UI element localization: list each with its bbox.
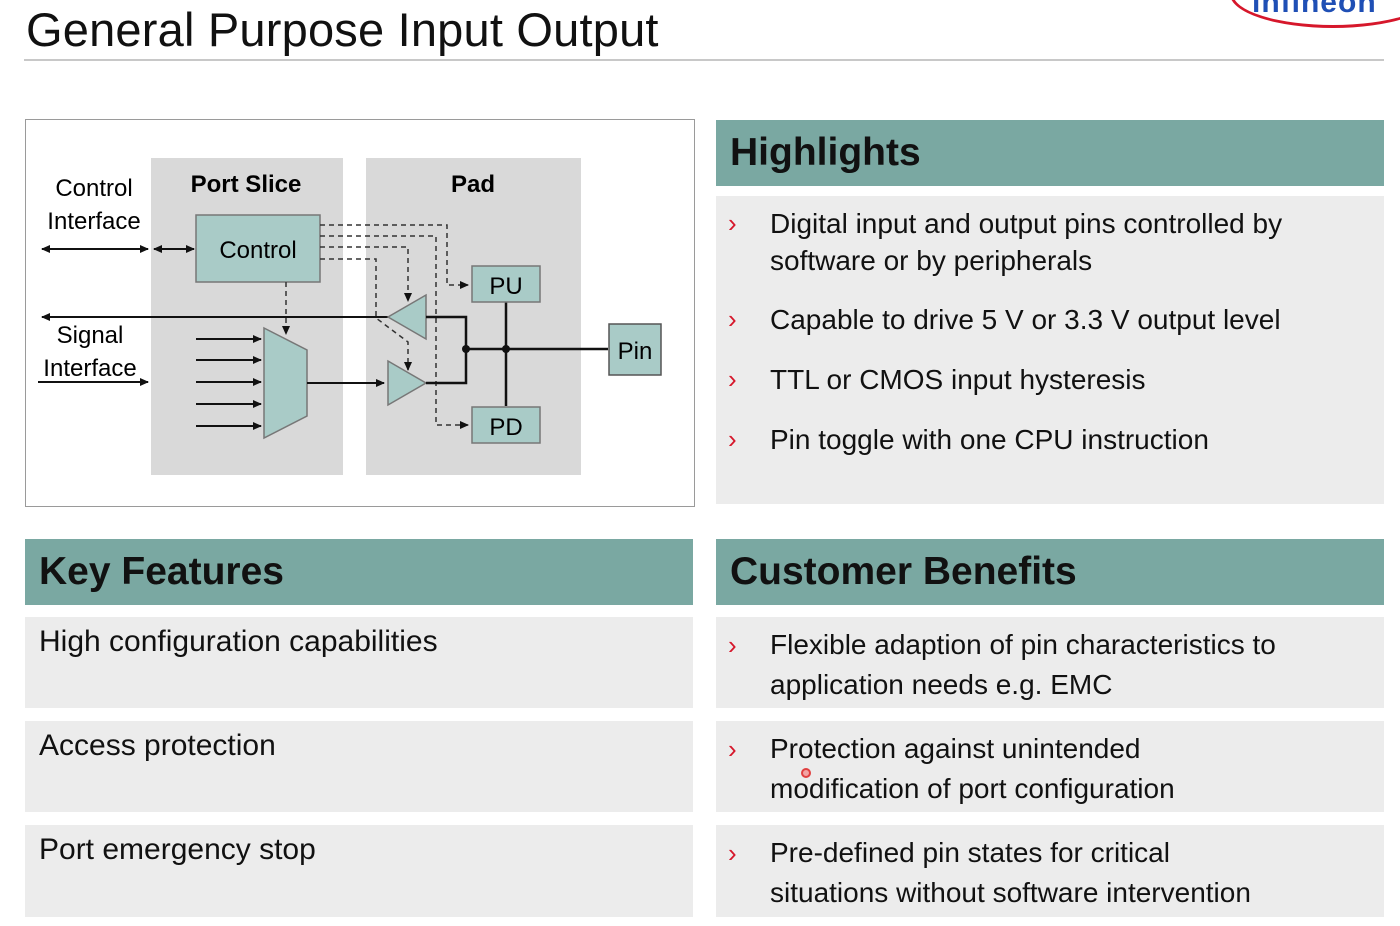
control-interface-label-1: Control — [55, 175, 132, 202]
pull-up-label: PU — [489, 273, 522, 300]
bullet-chevron-icon: › — [728, 304, 737, 334]
key-feature-text: High configuration capabilities — [39, 625, 438, 658]
control-interface-label-2: Interface — [47, 208, 140, 235]
highlights-header: Highlights — [716, 120, 1384, 186]
benefit-text: Protection against unintended — [770, 733, 1141, 764]
highlight-item: › Capable to drive 5 V or 3.3 V output l… — [716, 301, 1376, 338]
highlight-text: software or by peripherals — [770, 245, 1093, 276]
benefit-text: application needs e.g. EMC — [770, 669, 1113, 700]
pull-down-block — [471, 406, 541, 444]
bullet-chevron-icon: › — [728, 838, 737, 868]
signal-interface-label-1: Signal — [57, 322, 124, 349]
pad-label: Pad — [451, 171, 495, 198]
bullet-chevron-icon: › — [728, 424, 737, 454]
bullet-chevron-icon: › — [728, 364, 737, 394]
highlight-text: Pin toggle with one CPU instruction — [770, 424, 1209, 455]
key-feature-text: Port emergency stop — [39, 833, 316, 866]
benefit-text: Pre-defined pin states for critical — [770, 837, 1170, 868]
highlights-title: Highlights — [730, 131, 921, 174]
key-feature-row: Port emergency stop — [25, 825, 693, 917]
benefit-text: situations without software intervention — [770, 877, 1251, 908]
junction-dot-left — [462, 345, 470, 353]
junction-dot-right — [502, 345, 510, 353]
pin-label: Pin — [618, 338, 653, 365]
customer-benefits-header: Customer Benefits — [716, 539, 1384, 605]
company-logo-text: infineon — [1252, 0, 1377, 19]
title-divider — [24, 59, 1384, 61]
mux-input-arrows — [196, 335, 262, 430]
control-block — [195, 214, 321, 283]
pull-up-block — [471, 265, 541, 303]
key-features-title: Key Features — [39, 550, 284, 593]
highlights-body — [716, 196, 1384, 504]
gpio-block-diagram: Control Interface Port Slice Pad Signal … — [25, 119, 695, 507]
benefit-row — [716, 825, 1384, 917]
output-multiplexer — [263, 326, 308, 440]
laser-pointer-dot — [801, 768, 811, 778]
benefit-item: › Pre-defined pin states for critical sit… — [716, 833, 1381, 913]
benefit-item: › Flexible adaption of pin characteristi… — [716, 625, 1381, 705]
benefit-item: › Protection against unintended modificat… — [716, 729, 1381, 809]
benefit-row — [716, 617, 1384, 708]
highlight-item: › Pin toggle with one CPU instruction — [716, 421, 1376, 458]
key-feature-text: Access protection — [39, 729, 276, 762]
customer-benefits-title: Customer Benefits — [730, 550, 1077, 593]
highlight-text: Digital input and output pins controlled… — [770, 208, 1283, 239]
benefit-text: Flexible adaption of pin characteristics… — [770, 629, 1276, 660]
bullet-chevron-icon: › — [728, 734, 737, 764]
bullet-chevron-icon: › — [728, 208, 737, 238]
signal-interface-label-2: Interface — [43, 355, 136, 382]
pull-down-label: PD — [489, 414, 522, 441]
slide-title: General Purpose Input Output — [26, 3, 659, 56]
port-slice-label: Port Slice — [191, 171, 302, 198]
pin-block — [608, 323, 662, 376]
key-features-header: Key Features — [25, 539, 693, 605]
control-dashed-lines — [282, 224, 469, 429]
highlight-item: › TTL or CMOS input hysteresis — [716, 361, 1376, 398]
benefit-text: modification of port configuration — [770, 773, 1175, 804]
control-block-label: Control — [219, 237, 296, 264]
key-feature-row: Access protection — [25, 721, 693, 812]
output-driver — [387, 359, 428, 407]
highlight-item: › Digital input and output pins controll… — [716, 205, 1376, 279]
diagram-svg: Control Interface Port Slice Pad Signal … — [38, 158, 662, 475]
bullet-chevron-icon: › — [728, 630, 737, 660]
key-feature-row: High configuration capabilities — [25, 617, 693, 708]
highlight-text: TTL or CMOS input hysteresis — [770, 364, 1146, 395]
highlight-text: Capable to drive 5 V or 3.3 V output lev… — [770, 304, 1281, 335]
benefit-row — [716, 721, 1384, 812]
